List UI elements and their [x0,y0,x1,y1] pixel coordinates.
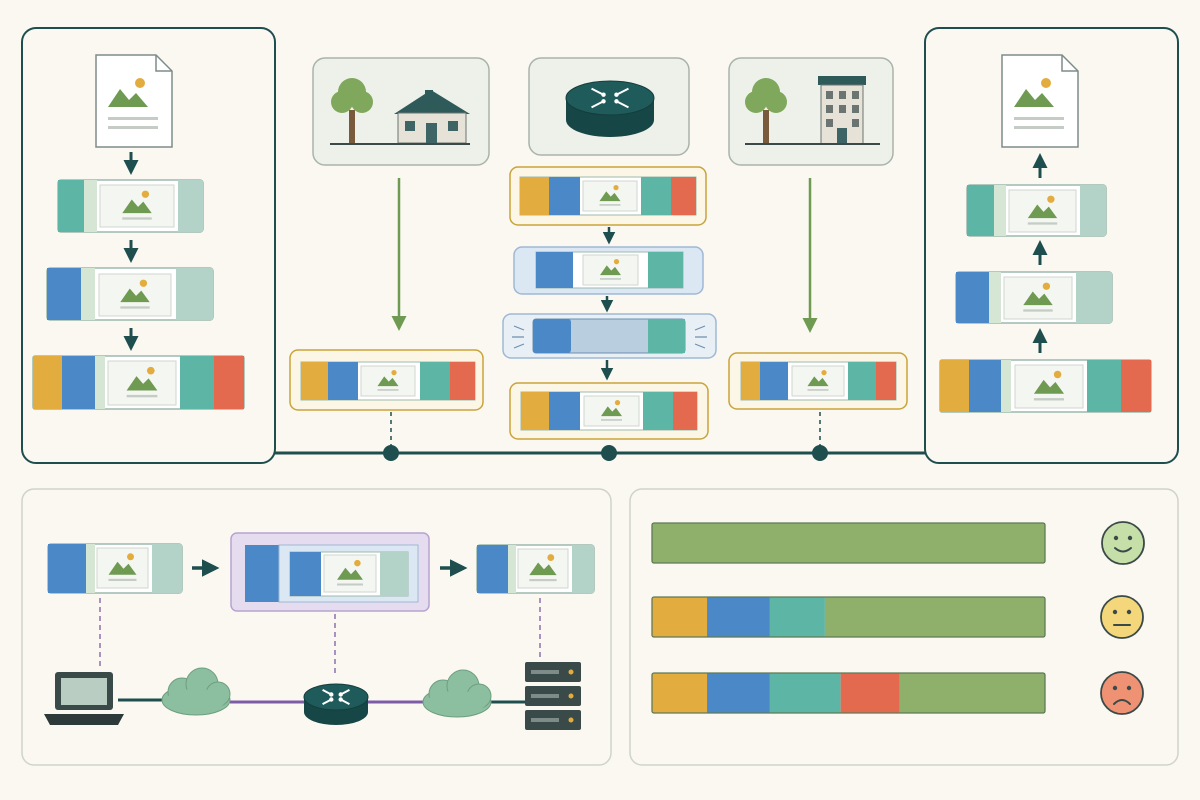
overhead-bar-moderate [651,596,1046,638]
bar-segment-orange [652,597,708,637]
frame-layer-3 [32,355,245,410]
document-image-icon [95,54,173,148]
router-icon [565,80,655,137]
tunnel-panel [21,488,612,766]
tree-icon [745,78,787,144]
hop-frame-left [289,349,484,411]
smiley-neutral-icon [1100,595,1144,639]
bar-segment-teal [769,597,825,637]
cloud-icon [422,669,492,718]
bar-segment-green [652,523,1045,563]
image-payload-icon [582,254,639,286]
tunnel-encapsulated-frame [230,532,430,612]
overhead-bar-none [651,522,1046,564]
sender-stack-panel [21,27,276,464]
bar-segment-green [899,673,1045,713]
image-payload-icon [96,547,149,589]
router-frame-in [509,166,707,226]
bar-segment-green [824,597,1045,637]
smiley-happy-icon [1101,521,1145,565]
frame-layer-1 [57,179,204,233]
site-office-card [728,57,894,166]
laptop-icon [44,672,124,725]
frame-layer-2 [46,267,214,321]
router-frame-out [509,382,709,440]
bar-segment-teal [769,673,841,713]
image-payload-icon [1008,189,1077,233]
server-icon [525,662,581,730]
image-payload-icon [360,365,416,397]
tunnel-frame-out [476,544,595,594]
encapsulation-view [21,27,1179,464]
router-icon [303,683,369,725]
image-payload-icon [583,395,640,427]
image-payload-icon [98,273,172,317]
image-payload-icon [1003,276,1073,320]
hop-frame-right [728,352,908,410]
frame-layer-3 [939,359,1152,413]
cloud-icon [161,667,231,716]
frame-layer-1 [966,184,1107,237]
frame-layer-2 [955,271,1113,324]
image-payload-icon [323,554,377,593]
overhead-bar-heavy [651,672,1046,714]
image-payload-icon [107,360,177,406]
bus-node [601,445,617,461]
image-payload-icon [517,548,569,589]
router-processing [502,313,717,359]
router-card [528,57,690,156]
bar-segment-blue [707,597,770,637]
receiver-stack-panel [924,27,1179,464]
bar-segment-red [840,673,900,713]
tunnel-frame-in [47,543,183,594]
bar-segment-blue [707,673,770,713]
bus-node [383,445,399,461]
tree-icon [331,78,373,144]
smiley-sad-icon [1100,671,1144,715]
office-building-icon [818,76,866,145]
document-image-icon [1001,54,1079,148]
image-payload-icon [99,184,175,228]
bus-node [812,445,828,461]
site-house-card [312,57,490,166]
bar-segment-orange [652,673,708,713]
overhead-panel [629,488,1179,766]
image-payload-icon [582,180,638,212]
router-frame-stripped [513,246,704,295]
image-payload-icon [791,365,845,397]
image-payload-icon [1014,364,1084,409]
